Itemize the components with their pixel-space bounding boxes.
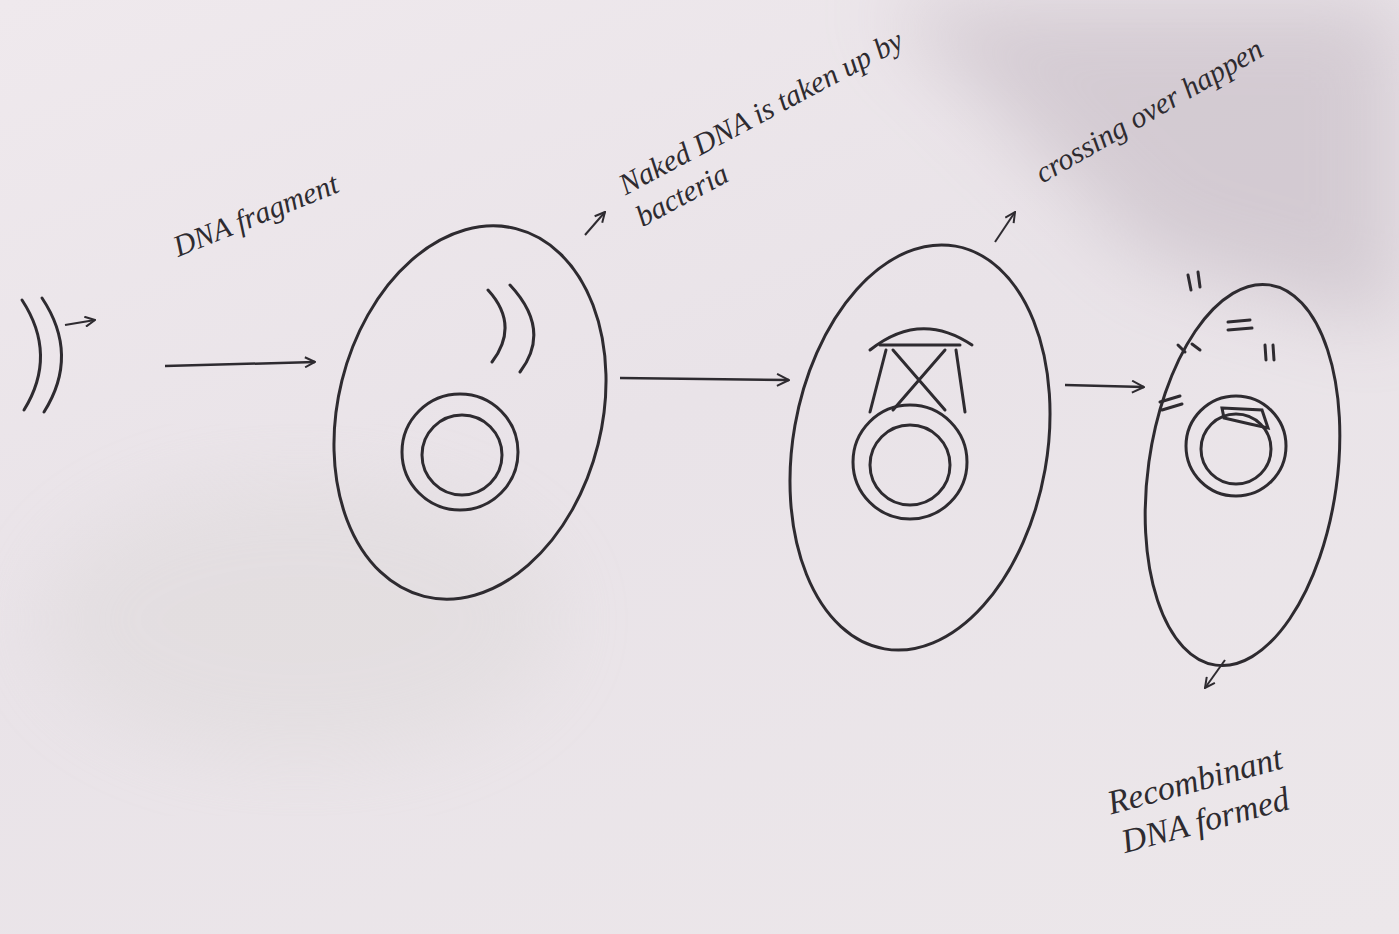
cell-outline [759,224,1080,671]
cell-outline [1140,275,1345,675]
shadow [880,0,1399,330]
arrow [165,362,315,366]
cell-contents [1160,272,1286,496]
cell-outline [330,215,610,610]
part-label: DNA fragment [167,165,343,264]
cell-label: Naked DNA is taken up by bacteria [612,16,937,234]
dna-fragment [22,298,62,412]
cell-contents [402,285,534,510]
bacterial-cell: Naked DNA is taken up by bacteria [330,215,610,610]
cell-outline [785,235,1055,660]
cell-outline [296,197,644,629]
process-arrow [1065,385,1144,387]
leader-line [65,320,95,325]
cell-contents [853,329,972,519]
cell-outline [1122,272,1363,679]
leader-line [585,212,605,235]
cell-label: Recombinant DNA formed [1073,729,1326,870]
process-arrow [620,378,789,380]
bacterial-cell: crossing over happen [785,235,1055,660]
leader-line [995,212,1015,242]
bacterial-cell: Recombinant DNA formed [1140,275,1345,675]
smudge [40,480,560,760]
